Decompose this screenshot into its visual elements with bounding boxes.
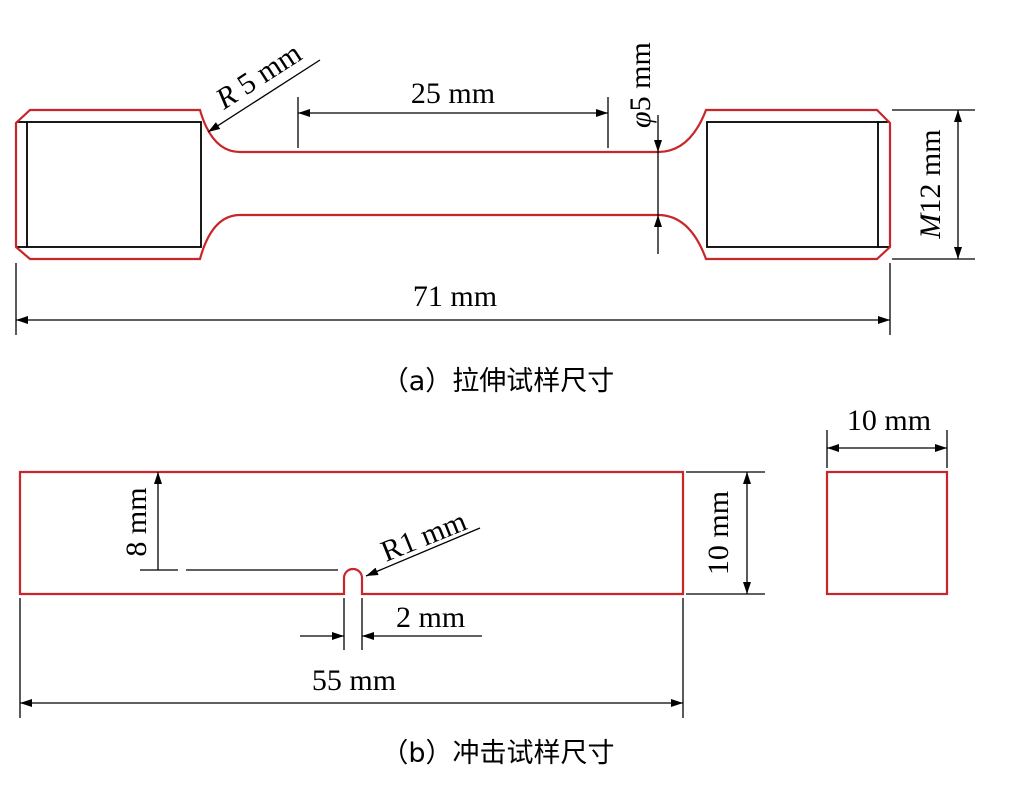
tensile-outline — [14, 108, 892, 261]
tensile-caption: （a）拉伸试样尺寸 — [382, 366, 615, 397]
impact-outline — [18, 470, 685, 596]
length-label: 55 mm — [312, 664, 396, 697]
tensile-specimen: R 5 mm 25 mm φ5 mm M12 mm 71 mm （a）拉伸试样尺… — [14, 36, 975, 397]
gauge-length-label: 25 mm — [411, 77, 495, 110]
impact-cross-section — [825, 470, 949, 596]
thread-label: M12 mm — [914, 129, 947, 239]
notch-width-label: 2 mm — [396, 601, 465, 634]
section-width-label: 10 mm — [847, 404, 931, 437]
impact-caption: （b）冲击试样尺寸 — [381, 738, 614, 769]
radius-leader — [207, 59, 321, 133]
diameter-label: φ5 mm — [624, 42, 657, 128]
height-label: 10 mm — [702, 491, 735, 575]
notch-depth-label: 8 mm — [120, 487, 153, 556]
thread-lines — [16, 121, 890, 248]
total-length-label: 71 mm — [413, 280, 497, 313]
impact-specimen: 8 mm R1 mm 10 mm 2 mm 55 mm 10 mm （b）冲击试… — [18, 404, 949, 769]
notch-radius-leader — [365, 527, 481, 577]
radius-label: R 5 mm — [209, 36, 307, 116]
notch-radius-label: R1 mm — [376, 504, 471, 568]
